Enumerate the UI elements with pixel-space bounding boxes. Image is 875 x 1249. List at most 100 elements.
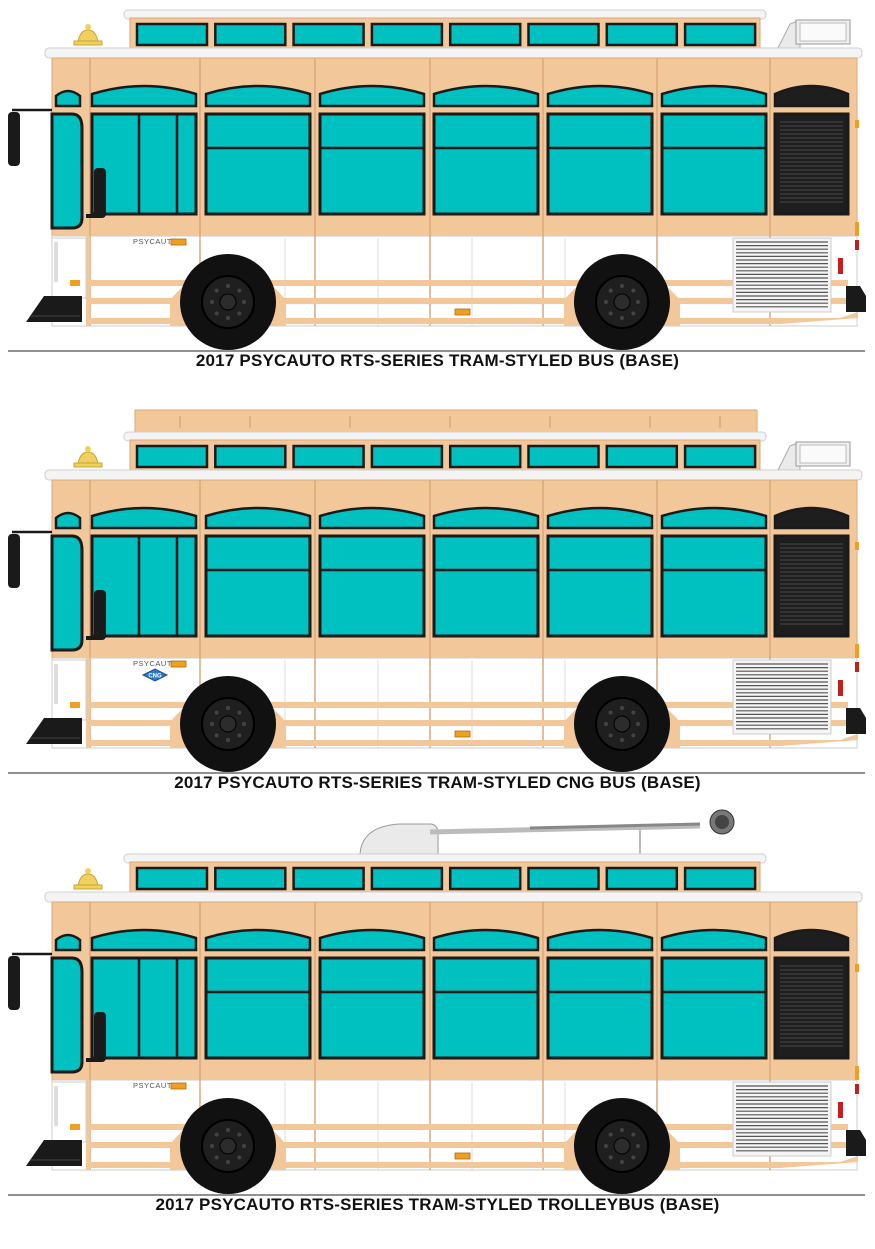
clerestory-window [292, 444, 365, 469]
lug-nut [608, 710, 613, 715]
trolley-base-housing [359, 823, 439, 855]
clerestory-window [605, 866, 679, 891]
lug-nut [214, 311, 219, 316]
side-marker-light [170, 660, 187, 668]
lug-nut [226, 284, 230, 288]
front-transom-window [54, 511, 82, 530]
side-window [432, 534, 540, 638]
bus-caption: 2017 PSYCAUTO RTS-SERIES TRAM-STYLED CNG… [174, 773, 701, 792]
lug-nut [210, 1144, 214, 1148]
lug-nut [608, 1155, 613, 1160]
front-bumper [26, 296, 82, 322]
bell-dome [77, 873, 99, 887]
rear-bumper [846, 708, 866, 734]
trolley-pole [429, 823, 701, 835]
cng-tank-pod [134, 409, 758, 435]
rear-marker-light [855, 240, 859, 250]
wheel [170, 1098, 286, 1194]
side-window [546, 956, 654, 1060]
clerestory-window [135, 22, 209, 47]
clerestory-window [292, 866, 365, 891]
destination-sign-icon [777, 441, 851, 471]
lug-nut [604, 300, 608, 304]
front-door [90, 956, 198, 1060]
roof-ledge [44, 47, 863, 59]
clerestory-window [370, 866, 444, 891]
trolley-pole [529, 822, 701, 830]
clerestory-window [605, 22, 679, 47]
front-transom-window [54, 89, 82, 108]
arched-transom-window [318, 928, 426, 952]
brand-logo: PSYCAUTO [133, 659, 178, 668]
tail-light [838, 680, 843, 696]
bus-panel-trolleybus: PSYCAUTO 2017 PSYCAUTO RTS-SERIES TRAM-S… [0, 809, 875, 1249]
sign-face [799, 22, 847, 42]
wheel [564, 676, 680, 772]
lug-nut [620, 738, 624, 742]
lug-nut [604, 1144, 608, 1148]
hub [219, 293, 237, 311]
lug-nut [226, 706, 230, 710]
lug-nut [226, 1128, 230, 1132]
lug-nut [237, 733, 242, 738]
bell-dome [77, 29, 99, 43]
roof-marker-light [855, 542, 859, 550]
rear-marker-light [855, 1084, 859, 1094]
side-window [204, 956, 312, 1060]
side-window [660, 534, 768, 638]
clerestory-window [448, 444, 522, 469]
arched-transom-window [90, 928, 198, 952]
cng-diamond [141, 668, 169, 682]
arched-transom-window [90, 84, 198, 108]
arched-transom-window [660, 506, 768, 530]
trim-rail [88, 1124, 848, 1130]
bus-drawing: PSYCAUTO [8, 809, 866, 1196]
lug-nut [237, 1155, 242, 1160]
side-window [546, 534, 654, 638]
side-marker-light [170, 238, 187, 246]
front-marker-light [70, 280, 80, 286]
rear-marker-light [855, 222, 859, 236]
clerestory-window [527, 444, 600, 469]
lug-nut [242, 722, 246, 726]
rear-transom-window [773, 506, 850, 530]
tail-light [838, 258, 843, 274]
lug-nut [608, 733, 613, 738]
arched-transom-window [432, 84, 540, 108]
bell-base [73, 40, 103, 46]
rear-bumper [846, 1130, 866, 1156]
lug-nut [604, 722, 608, 726]
hub [613, 293, 631, 311]
trim-rail [88, 720, 848, 726]
windshield [50, 956, 84, 1074]
clerestory-window [527, 22, 600, 47]
clerestory-window [683, 444, 757, 469]
wheel [564, 1098, 680, 1194]
lug-nut [226, 1160, 230, 1164]
mirror-mount [86, 1058, 100, 1062]
clerestory-window [605, 444, 679, 469]
roof-marker-light [855, 964, 859, 972]
front-transom-window [54, 933, 82, 952]
lug-nut [631, 733, 636, 738]
trim-rail [88, 1142, 848, 1148]
arched-transom-window [546, 928, 654, 952]
lug-nut [631, 1132, 636, 1137]
lug-nut [237, 710, 242, 715]
wheel [170, 676, 286, 772]
lug-nut [214, 733, 219, 738]
front-door [90, 112, 198, 216]
clerestory-window [370, 22, 444, 47]
trim-rail [88, 280, 848, 286]
bell-dome [77, 451, 99, 465]
lug-nut [214, 288, 219, 293]
lug-nut [237, 1132, 242, 1137]
curb-mirror [94, 590, 106, 640]
arched-transom-window [318, 84, 426, 108]
clerestory-window [135, 866, 209, 891]
bus-caption: 2017 PSYCAUTO RTS-SERIES TRAM-STYLED BUS… [195, 351, 680, 370]
clerestory-window [214, 866, 287, 891]
clerestory-window [683, 22, 757, 47]
mirror-mount [86, 636, 100, 640]
clerestory-window [683, 866, 757, 891]
